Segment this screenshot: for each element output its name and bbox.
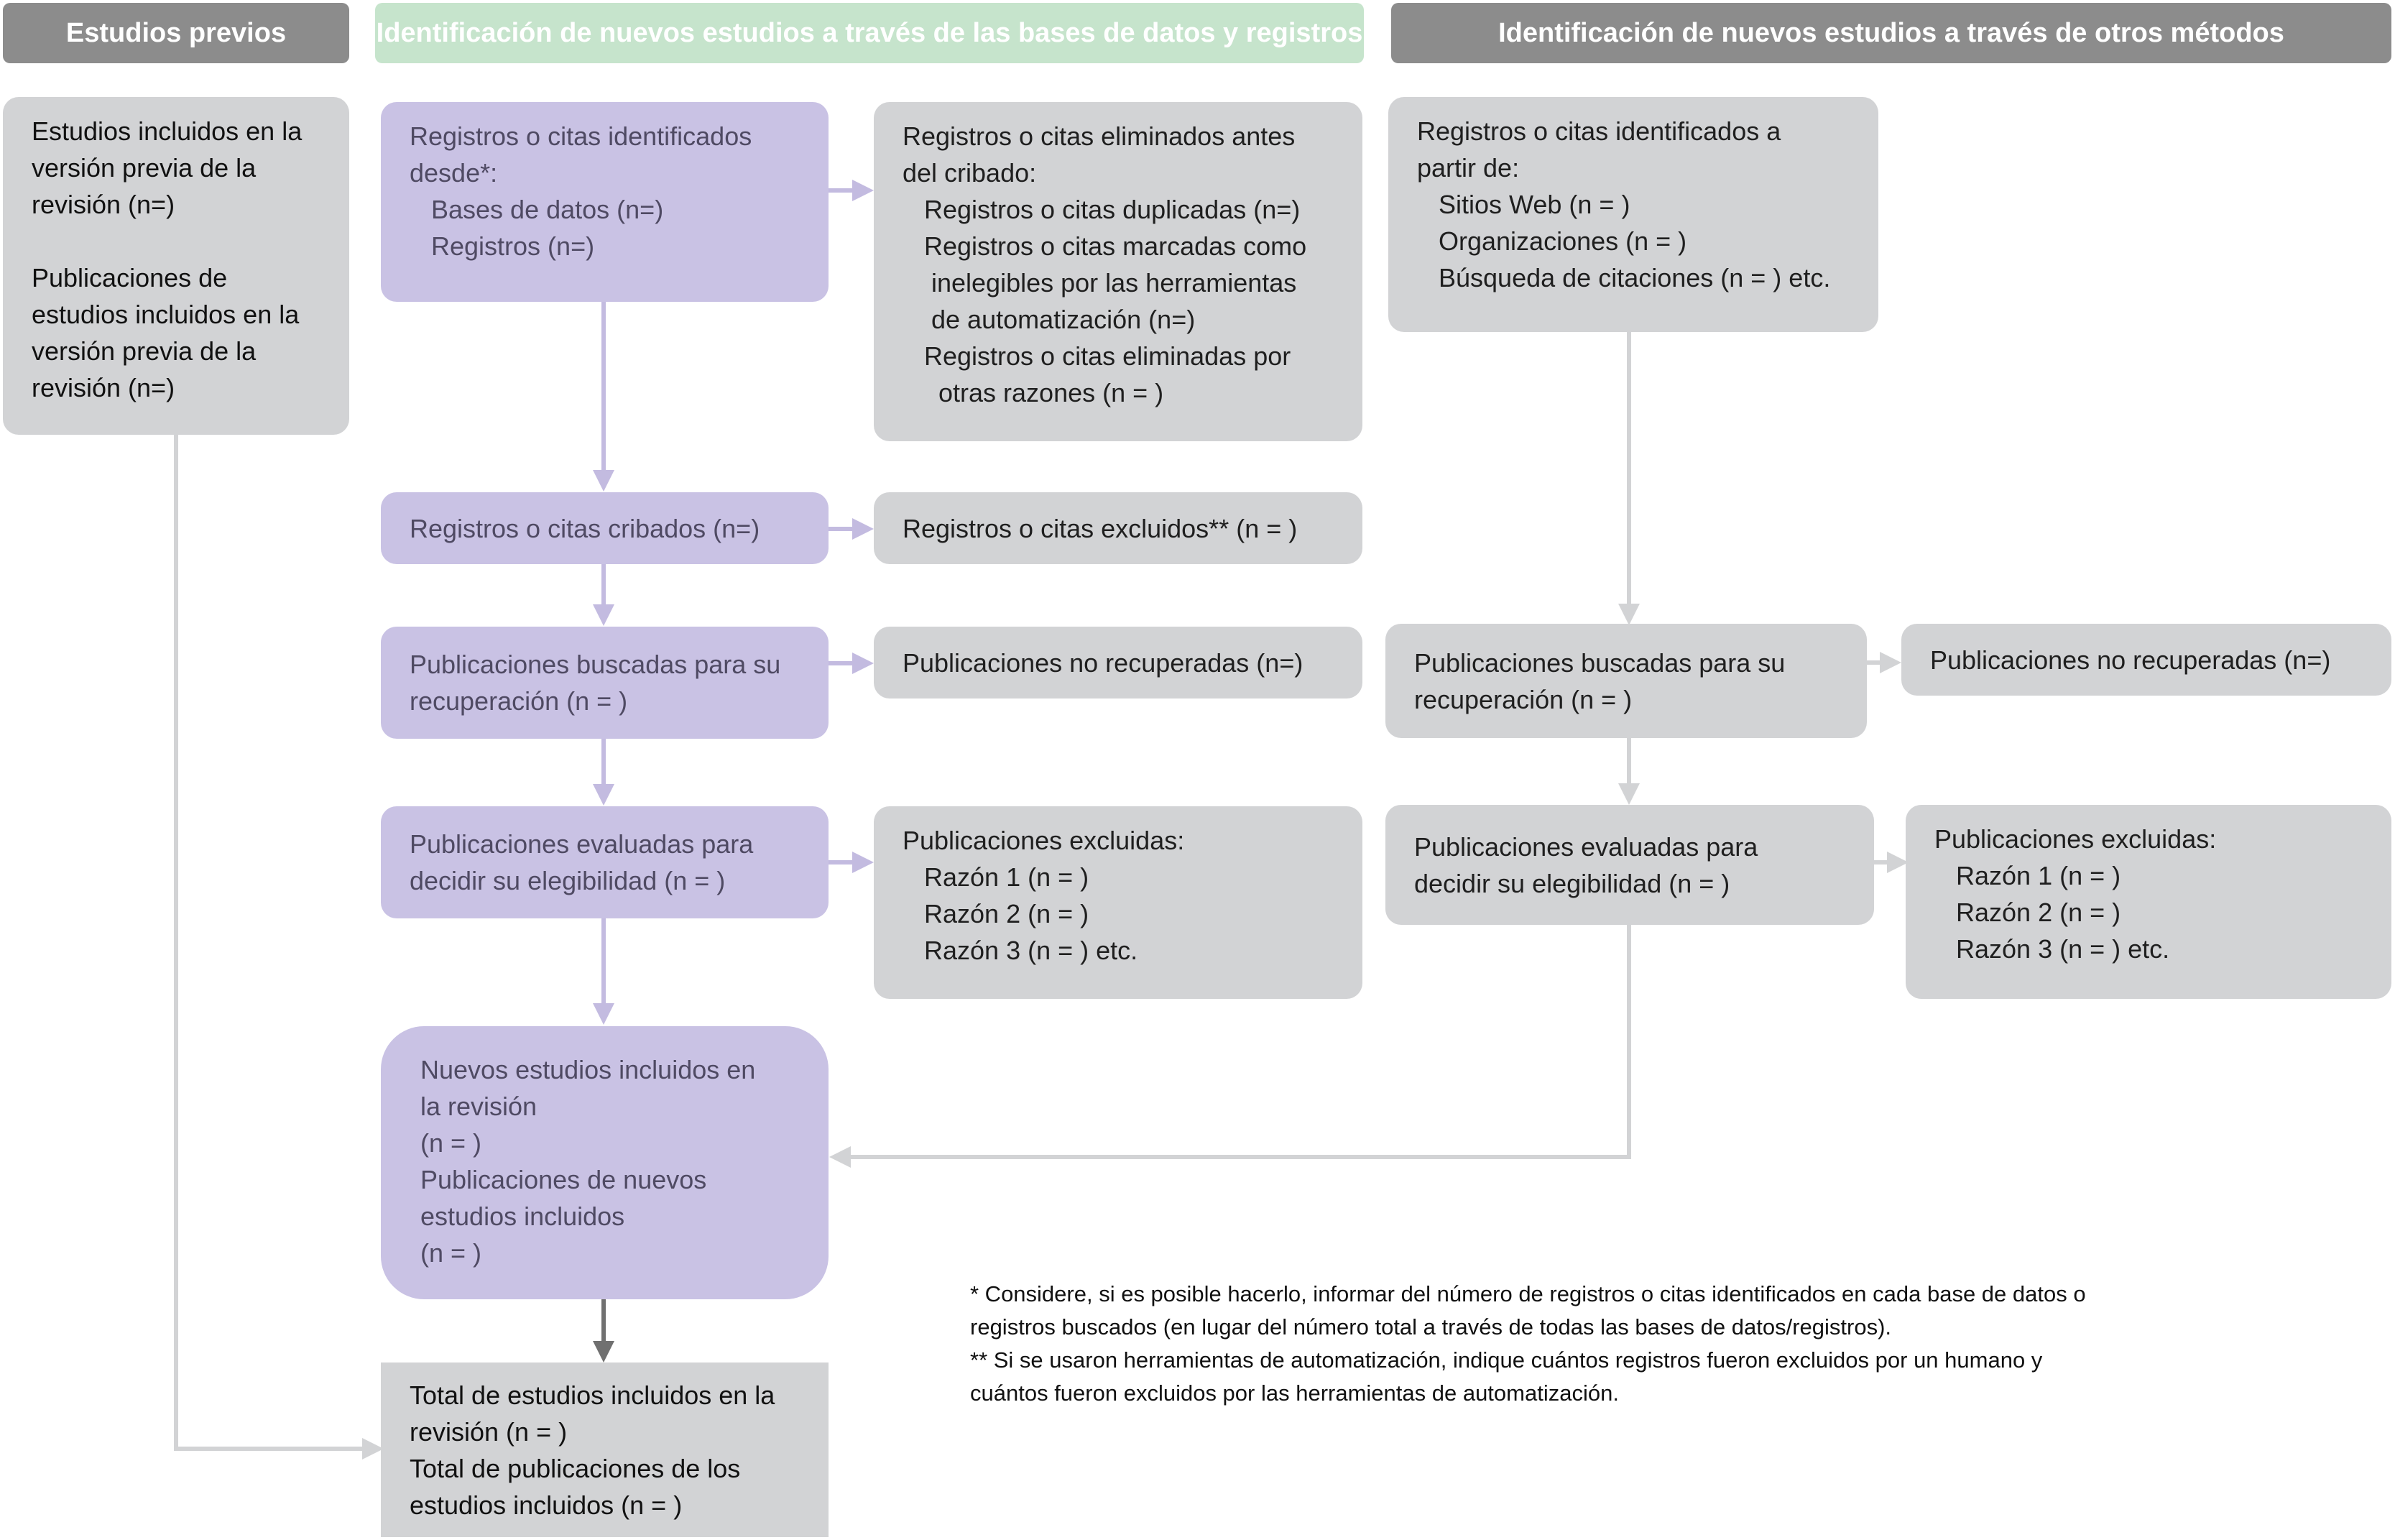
total-studies-line: revisión (n = ) — [410, 1417, 568, 1447]
records-screened-box: Registros o citas cribados (n=) — [381, 492, 829, 564]
previous-studies-line: Estudios incluidos en la — [32, 116, 303, 146]
reports-excluded-title: Publicaciones excluidas: — [903, 826, 1185, 855]
total-included-box: Total de estudios incluidos en la revisi… — [381, 1363, 829, 1537]
reports-sought-box: Publicaciones buscadas para su recuperac… — [381, 627, 829, 739]
footnotes: * Considere, si es posible hacerlo, info… — [970, 1278, 2335, 1410]
new-reports-count: (n = ) — [420, 1238, 482, 1268]
previous-studies-line: revisión (n=) — [32, 190, 175, 219]
total-reports-line: Total de publicaciones de los — [410, 1454, 741, 1483]
reports-assessed-line: Publicaciones evaluadas para — [410, 829, 754, 859]
other-records-identified-box: Registros o citas identificados a partir… — [1388, 97, 1878, 332]
reports-sought-line: Publicaciones buscadas para su — [410, 650, 781, 679]
arrow-other-assessed-to-new-included — [829, 925, 1631, 1168]
citation-search-count: Búsqueda de citaciones (n = ) etc. — [1439, 263, 1831, 292]
reports-not-retrieved-box: Publicaciones no recuperadas (n=) — [874, 627, 1362, 698]
other-reports-assessed-box: Publicaciones evaluadas para decidir su … — [1385, 805, 1874, 925]
records-removed-box: Registros o citas eliminados antes del c… — [874, 102, 1362, 441]
new-studies-line: la revisión — [420, 1092, 537, 1121]
header-databases-registers: Identificación de nuevos estudios a trav… — [375, 3, 1364, 63]
new-reports-line: Publicaciones de nuevos — [420, 1165, 707, 1194]
previous-reports-line: estudios incluidos en la — [32, 300, 300, 329]
other-identified-line: partir de: — [1417, 153, 1520, 183]
total-studies-line: Total de estudios incluidos en la — [410, 1380, 775, 1410]
header-previous-studies: Estudios previos — [3, 3, 349, 63]
other-reason-2: Razón 2 (n = ) — [1956, 898, 2121, 927]
new-reports-line: estudios incluidos — [420, 1202, 625, 1231]
reports-assessed-line: decidir su elegibilidad (n = ) — [410, 866, 726, 895]
other-reports-sought-line: recuperación (n = ) — [1414, 684, 1633, 714]
records-screened-label: Registros o citas cribados (n=) — [410, 513, 760, 543]
new-studies-included-box: Nuevos estudios incluidos en la revisión… — [381, 1026, 829, 1299]
registers-count: Registros (n=) — [431, 231, 595, 261]
records-removed-line: del cribado: — [903, 158, 1037, 188]
previous-studies-line: versión previa de la — [32, 153, 257, 183]
previous-reports-line: Publicaciones de — [32, 263, 228, 292]
reason-2: Razón 2 (n = ) — [924, 899, 1089, 928]
automation-removed-line: de automatización (n=) — [931, 305, 1196, 334]
previous-reports-line: revisión (n=) — [32, 373, 175, 402]
records-identified-line: desde*: — [410, 158, 498, 188]
automation-removed-line: Registros o citas marcadas como — [924, 231, 1307, 261]
other-identified-line: Registros o citas identificados a — [1417, 116, 1781, 146]
reports-assessed-box: Publicaciones evaluadas para decidir su … — [381, 806, 829, 918]
arrow-previous-to-total — [174, 435, 384, 1460]
other-reports-excluded-box: Publicaciones excluidas: Razón 1 (n = ) … — [1906, 805, 2391, 999]
other-reports-sought-line: Publicaciones buscadas para su — [1414, 647, 1786, 678]
records-identified-box: Registros o citas identificados desde*: … — [381, 102, 829, 302]
other-reports-sought-box: Publicaciones buscadas para su recuperac… — [1385, 624, 1867, 738]
reason-3: Razón 3 (n = ) etc. — [924, 936, 1138, 965]
new-studies-line: Nuevos estudios incluidos en — [420, 1055, 756, 1084]
total-reports-line: estudios incluidos (n = ) — [410, 1490, 683, 1520]
automation-removed-line: inelegibles por las herramientas — [931, 268, 1297, 298]
other-reports-not-retrieved-box: Publicaciones no recuperadas (n=) — [1901, 624, 2391, 696]
records-excluded-box: Registros o citas excluidos** (n = ) — [874, 492, 1362, 564]
header-other-methods: Identificación de nuevos estudios a trav… — [1391, 3, 2391, 63]
other-reasons-removed-line: Registros o citas eliminadas por — [924, 341, 1291, 371]
reason-1: Razón 1 (n = ) — [924, 862, 1089, 892]
other-reports-assessed-line: Publicaciones evaluadas para — [1414, 831, 1758, 862]
other-reports-not-retrieved-label: Publicaciones no recuperadas (n=) — [1930, 645, 2331, 675]
footnote-line: ** Si se usaron herramientas de automati… — [970, 1347, 2043, 1373]
databases-count: Bases de datos (n=) — [431, 195, 664, 224]
reports-sought-line: recuperación (n = ) — [410, 686, 628, 716]
footnote-line: cuántos fueron excluidos por las herrami… — [970, 1380, 1619, 1406]
records-removed-line: Registros o citas eliminados antes — [903, 121, 1296, 151]
reports-not-retrieved-label: Publicaciones no recuperadas (n=) — [903, 647, 1303, 678]
previous-studies-box: Estudios incluidos en la versión previa … — [3, 97, 349, 435]
organisations-count: Organizaciones (n = ) — [1439, 226, 1687, 256]
footnote-line: registros buscados (en lugar del número … — [970, 1314, 1892, 1340]
other-reasons-removed-line: otras razones (n = ) — [938, 378, 1164, 407]
reports-excluded-box: Publicaciones excluidas: Razón 1 (n = ) … — [874, 806, 1362, 999]
duplicates-removed: Registros o citas duplicadas (n=) — [924, 195, 1301, 224]
records-identified-line: Registros o citas identificados — [410, 121, 752, 151]
new-studies-count: (n = ) — [420, 1128, 482, 1158]
records-excluded-label: Registros o citas excluidos** (n = ) — [903, 513, 1298, 543]
other-reason-3: Razón 3 (n = ) etc. — [1956, 934, 2170, 964]
previous-reports-line: versión previa de la — [32, 336, 257, 366]
footnote-line: * Considere, si es posible hacerlo, info… — [970, 1281, 2086, 1306]
websites-count: Sitios Web (n = ) — [1439, 190, 1630, 219]
other-reports-assessed-line: decidir su elegibilidad (n = ) — [1414, 868, 1730, 898]
other-reason-1: Razón 1 (n = ) — [1956, 861, 2121, 890]
other-reports-excluded-title: Publicaciones excluidas: — [1934, 824, 2217, 854]
